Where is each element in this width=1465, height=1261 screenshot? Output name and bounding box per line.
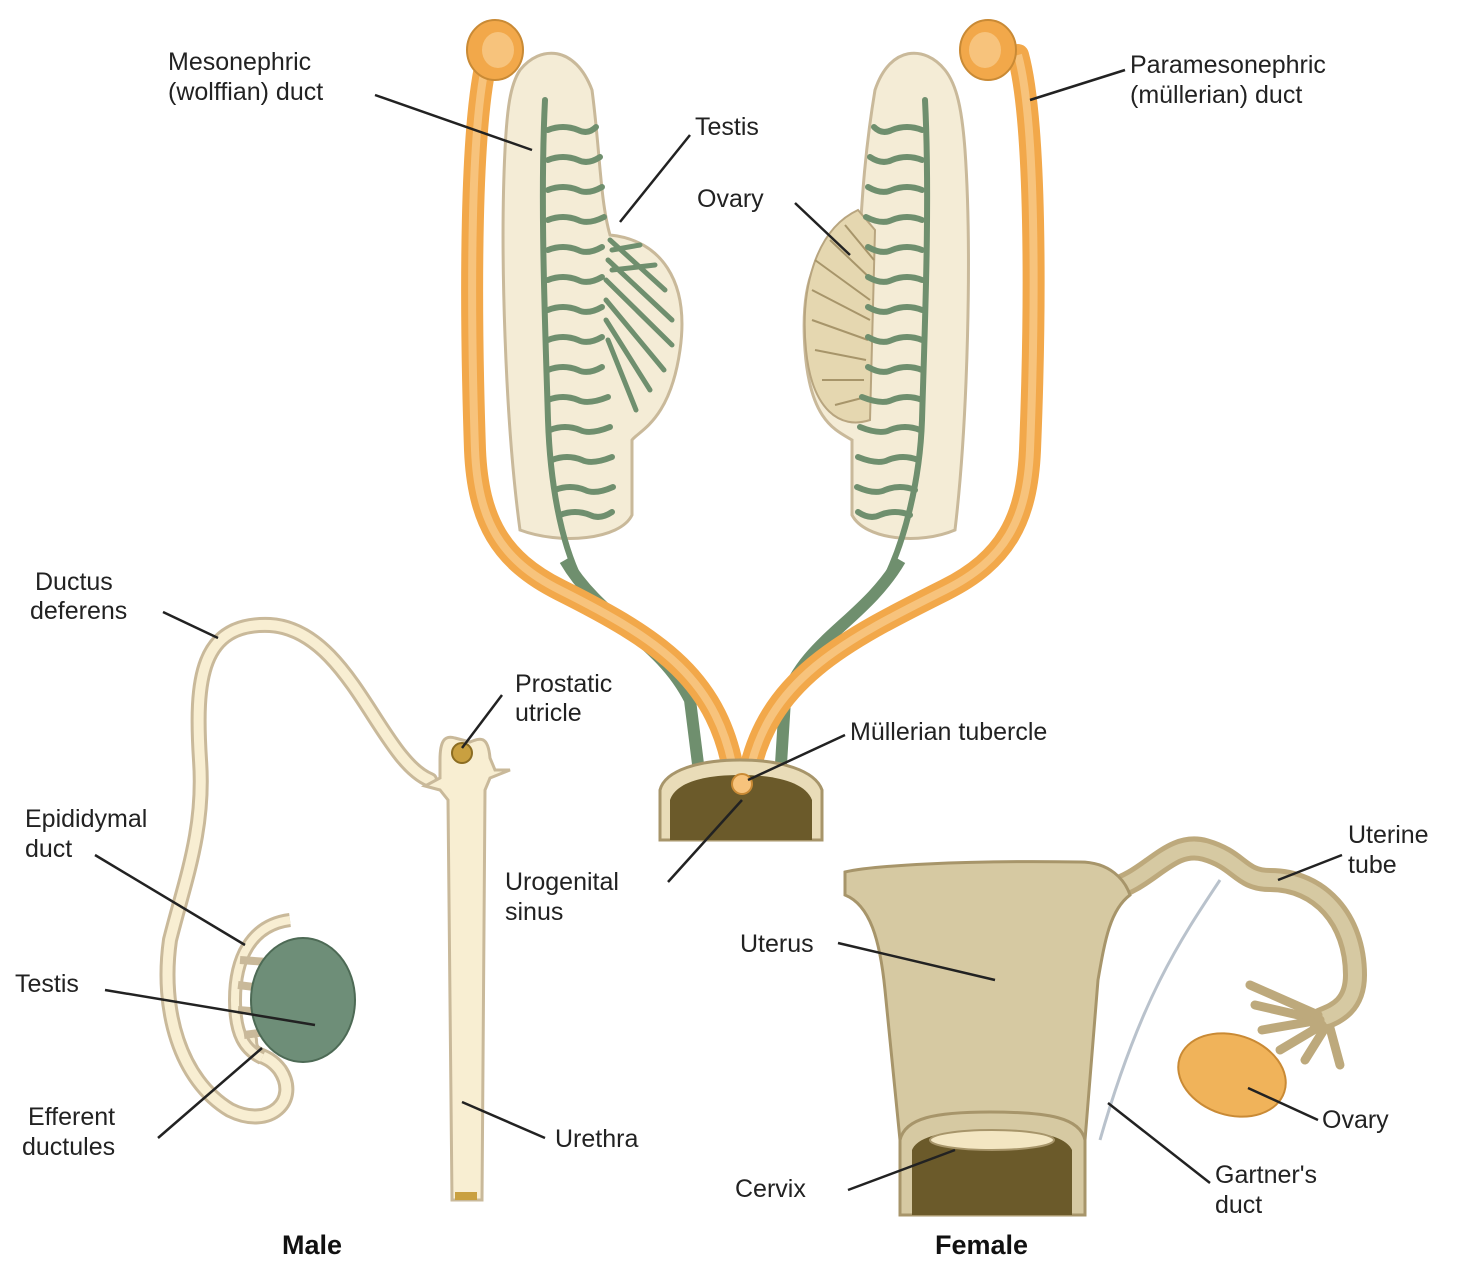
label-paramesonephric-2: (müllerian) duct (1130, 81, 1302, 109)
urethra-tip (455, 1192, 477, 1200)
male-testis (251, 938, 355, 1062)
label-efferent-2: ductules (22, 1133, 115, 1161)
cervix-os (930, 1130, 1054, 1150)
label-urogenital-2: sinus (505, 898, 563, 926)
left-duct-funnel-inner (482, 32, 514, 68)
label-testis-top: Testis (695, 113, 759, 141)
label-mesonephric-2: (wolffian) duct (168, 78, 323, 106)
label-gartner-2: duct (1215, 1191, 1262, 1219)
label-epididymal-2: duct (25, 835, 72, 863)
label-ductus-2: deferens (30, 597, 127, 625)
label-gartner-1: Gartner's (1215, 1161, 1317, 1189)
left-mesonephros (503, 53, 682, 538)
label-uterus: Uterus (740, 930, 814, 958)
caption-female: Female (935, 1230, 1028, 1260)
label-prostatic-2: utricle (515, 699, 582, 727)
label-uterine-2: tube (1348, 851, 1397, 879)
label-ductus-1: Ductus (35, 568, 113, 596)
label-testis-male: Testis (15, 970, 79, 998)
label-cervix: Cervix (735, 1175, 806, 1203)
label-mesonephric-1: Mesonephric (168, 48, 311, 76)
male-derivatives (168, 625, 511, 1200)
caption-male: Male (282, 1230, 342, 1260)
female-derivatives (845, 848, 1355, 1215)
label-uterine-1: Uterine (1348, 821, 1429, 849)
label-ovary-female: Ovary (1322, 1106, 1389, 1134)
right-duct-funnel-inner (969, 32, 1001, 68)
label-ovary-top: Ovary (697, 185, 764, 213)
label-epididymal-1: Epididymal (25, 805, 147, 833)
label-prostatic-1: Prostatic (515, 670, 612, 698)
label-mullerian-tubercle: Müllerian tubercle (850, 718, 1047, 746)
label-urogenital-1: Urogenital (505, 868, 619, 896)
male-urethra (425, 737, 510, 1200)
label-efferent-1: Efferent (28, 1103, 115, 1131)
uterus (845, 862, 1130, 1140)
label-paramesonephric-1: Paramesonephric (1130, 51, 1326, 79)
label-urethra: Urethra (555, 1125, 638, 1153)
female-ovary (1167, 1020, 1296, 1130)
mullerian-tubercle (732, 774, 752, 794)
